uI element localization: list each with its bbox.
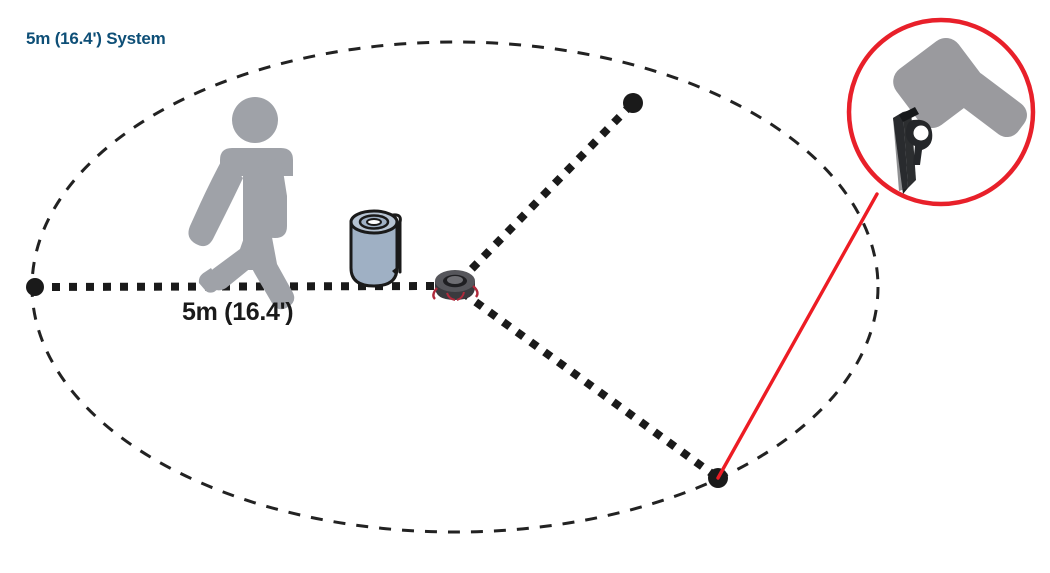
callout-leader-line (716, 192, 879, 480)
northeast-anchor-node (623, 93, 643, 113)
walking-person-figure (188, 97, 295, 310)
center-anchor-plate (432, 270, 479, 301)
measurement-label: 5m (16.4') (182, 298, 294, 326)
mallet-icon (893, 37, 1027, 138)
material-roll (349, 209, 402, 288)
stake-and-mallet-detail (846, 17, 1036, 207)
southeast-radial-line (459, 288, 721, 482)
west-anchor-node (26, 278, 44, 296)
page-title: 5m (16.4') System (26, 29, 166, 48)
ground-stake-icon (893, 107, 933, 194)
northeast-radial-line (457, 100, 636, 284)
